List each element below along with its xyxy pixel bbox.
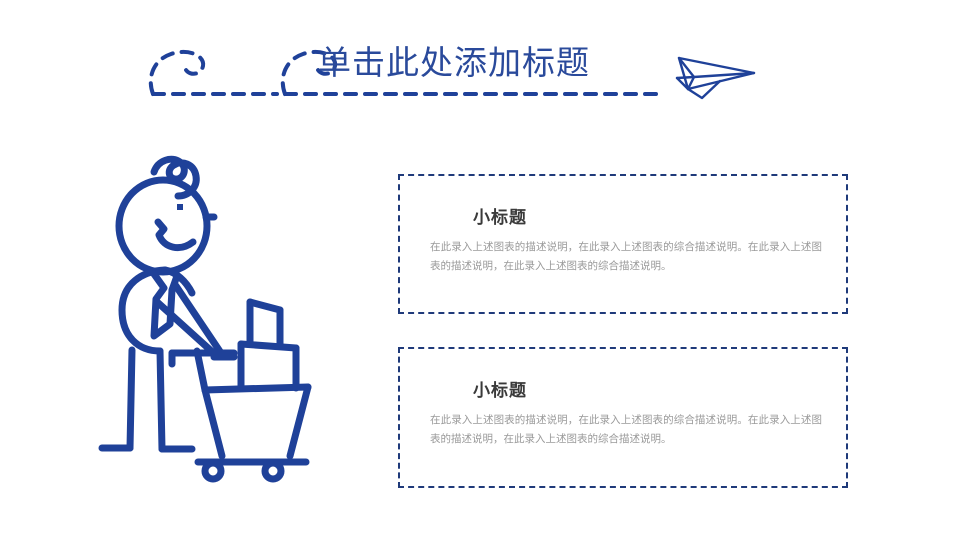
paper-plane-icon	[675, 56, 756, 100]
body-icon	[118, 266, 169, 355]
leg-left-icon	[126, 346, 136, 452]
stick-figure-shopping-cart-illustration	[98, 155, 312, 483]
box-body-text: 在此录入上述图表的描述说明，在此录入上述图表的综合描述说明。在此录入上述图表的描…	[430, 414, 822, 445]
leg-right-icon	[156, 347, 166, 453]
dashed-loop-trail-icon	[148, 49, 659, 96]
eye-icon	[177, 204, 183, 210]
arm-icon	[172, 282, 225, 357]
cart-wheel-left-icon	[201, 459, 225, 483]
necktie-icon	[150, 270, 181, 340]
page-title: 单击此处添加标题	[318, 44, 590, 81]
content-box[interactable]: 小标题 在此录入上述图表的描述说明，在此录入上述图表的综合描述说明。在此录入上述…	[398, 174, 848, 314]
box-body-text: 在此录入上述图表的描述说明，在此录入上述图表的综合描述说明。在此录入上述图表的描…	[430, 241, 822, 272]
content-box[interactable]: 小标题 在此录入上述图表的描述说明，在此录入上述图表的综合描述说明。在此录入上述…	[398, 347, 848, 488]
box-heading: 小标题	[473, 208, 527, 227]
nose-and-smile-icon	[154, 218, 197, 252]
cart-basket-icon	[193, 347, 312, 466]
hair-curl-icon	[150, 155, 200, 200]
cart-wheel-right-icon	[261, 459, 285, 483]
box-heading: 小标题	[473, 381, 527, 400]
slide-header: 单击此处添加标题	[0, 0, 960, 130]
cart-box-icon	[237, 298, 300, 392]
